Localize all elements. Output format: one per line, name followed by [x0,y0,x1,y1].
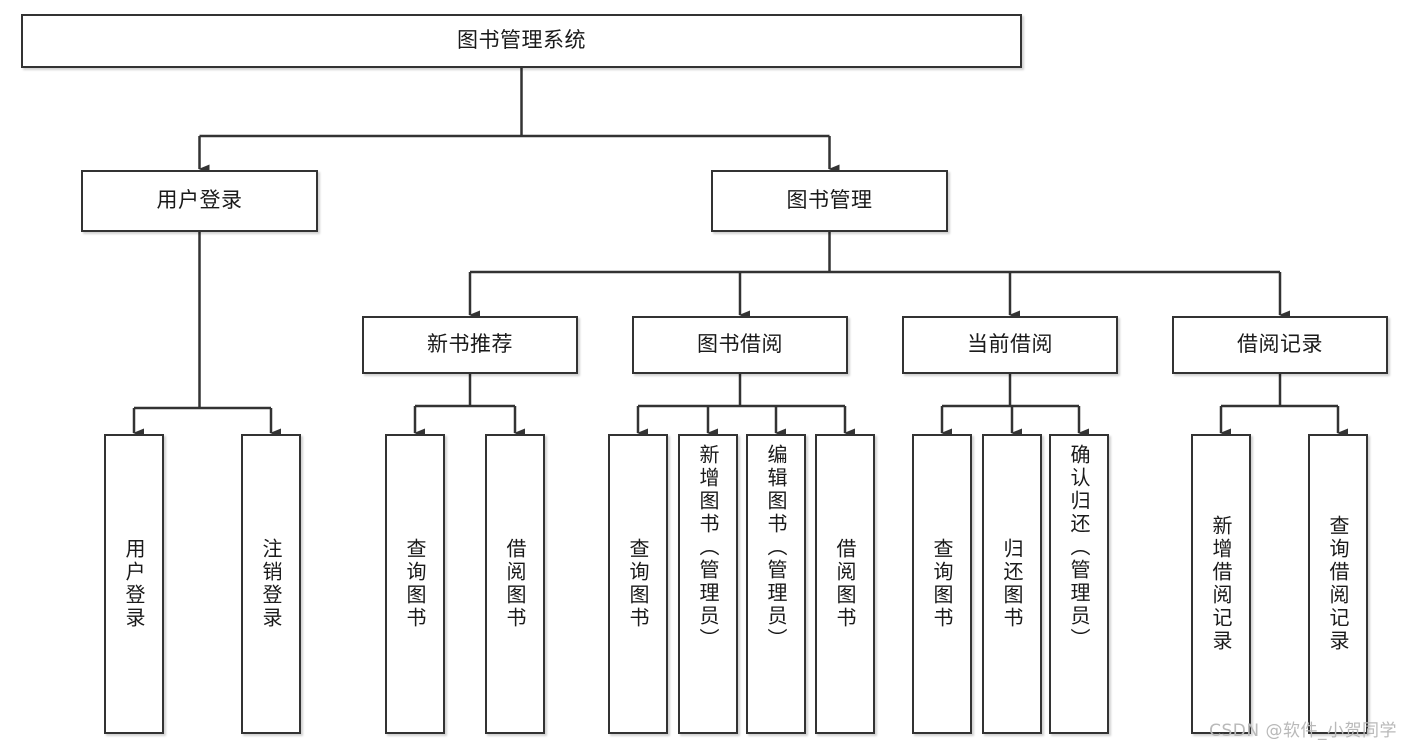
node-label: 图书借阅 [697,332,783,357]
node-leaf-return-book[interactable]: 归还图书 [982,434,1042,734]
node-label: 新增图书（管理员） [696,444,720,651]
node-leaf-query-book-3[interactable]: 查询图书 [912,434,972,734]
node-leaf-edit-book[interactable]: 编辑图书（管理员） [746,434,806,734]
node-leaf-user-logout[interactable]: 注销登录 [241,434,301,734]
node-label: 图书管理系统 [457,28,586,53]
node-label: 用户登录 [122,538,146,630]
node-leaf-query-record[interactable]: 查询借阅记录 [1308,434,1368,734]
node-label: 用户登录 [156,188,243,213]
node-label: 确认归还（管理员） [1067,444,1091,651]
node-label: 图书管理 [786,188,873,213]
node-label: 注销登录 [259,538,283,630]
node-leaf-query-book-2[interactable]: 查询图书 [608,434,668,734]
node-current-borrow[interactable]: 当前借阅 [902,316,1118,374]
node-label: 编辑图书（管理员） [764,444,788,651]
node-label: 查询图书 [626,538,650,630]
node-leaf-borrow-book-1[interactable]: 借阅图书 [485,434,545,734]
node-label: 新书推荐 [427,332,513,357]
node-label: 查询图书 [403,538,427,630]
node-label: 借阅图书 [503,538,527,630]
node-label: 借阅记录 [1237,332,1323,357]
node-root[interactable]: 图书管理系统 [21,14,1022,68]
node-leaf-user-login[interactable]: 用户登录 [104,434,164,734]
node-leaf-confirm-return[interactable]: 确认归还（管理员） [1049,434,1109,734]
node-borrow-record[interactable]: 借阅记录 [1172,316,1388,374]
node-book-manage[interactable]: 图书管理 [711,170,948,232]
node-label: 当前借阅 [967,332,1053,357]
node-leaf-add-record[interactable]: 新增借阅记录 [1191,434,1251,734]
node-label: 归还图书 [1000,538,1024,630]
node-label: 查询借阅记录 [1326,515,1350,653]
node-label: 新增借阅记录 [1209,515,1233,653]
node-new-book-rec[interactable]: 新书推荐 [362,316,578,374]
node-leaf-add-book[interactable]: 新增图书（管理员） [678,434,738,734]
node-label: 借阅图书 [833,538,857,630]
node-label: 查询图书 [930,538,954,630]
node-leaf-query-book-1[interactable]: 查询图书 [385,434,445,734]
node-user-login[interactable]: 用户登录 [81,170,318,232]
node-book-borrow[interactable]: 图书借阅 [632,316,848,374]
node-leaf-borrow-book-2[interactable]: 借阅图书 [815,434,875,734]
